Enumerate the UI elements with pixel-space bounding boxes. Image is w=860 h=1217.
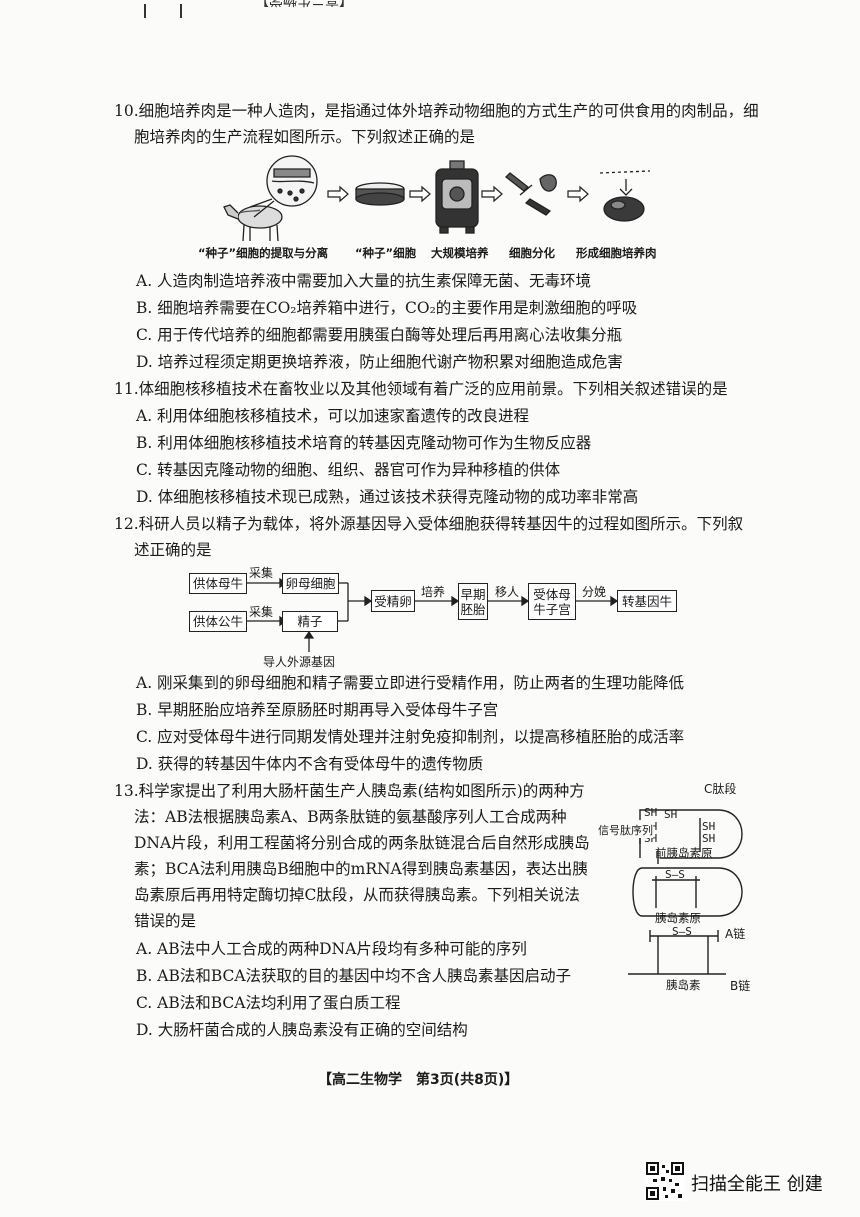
- petri-dish-icon: [355, 182, 405, 206]
- ss-label-1: S–S: [665, 868, 685, 881]
- q12-stem-line1: 12.科研人员以精子为载体，将外源基因导入受体细胞获得转基因牛的过程如图所示。下…: [114, 515, 744, 533]
- q10-caption-3: 大规模培养: [431, 246, 489, 260]
- arrow-icon: [409, 185, 431, 203]
- qr-code-icon: [645, 1161, 685, 1201]
- culture-label: 培养: [421, 585, 446, 599]
- transfer-label: 移人: [495, 585, 520, 599]
- q13-stem-line5: 岛素原后再用特定酶切掉C肽段，从而获得胰岛素。下列相关说法: [134, 886, 580, 904]
- q13-stem-line6: 错误的是: [134, 912, 197, 930]
- scanner-watermark: 扫描全能王 创建: [691, 1174, 823, 1195]
- q13-option-d: D. 大肠杆菌合成的人胰岛素没有正确的空间结构: [136, 1021, 468, 1039]
- q10-stem-line2: 胞培养肉的生产流程如图所示。下列叙述正确的是: [134, 128, 476, 146]
- q13-option-b: B. AB法和BCA法获取的目的基因中均不含人胰岛素基因启动子: [136, 967, 572, 985]
- donor-cow-box: 供体母牛: [189, 573, 247, 594]
- sh-label-1: SH: [644, 806, 658, 819]
- fertilized-egg-box: 受精卵: [371, 590, 415, 612]
- ss-label-2: S–S: [672, 925, 692, 938]
- q13-stem-line1: 13.科学家提出了利用大肠杆菌生产人胰岛素(结构如图所示)的两种方: [114, 782, 585, 800]
- q12-option-b: B. 早期胚胎应培养至原肠胚时期再导入受体母牛子宫: [136, 701, 499, 719]
- q12-option-a: A. 刚采集到的卵母细胞和精子需要立即进行受精作用，防止两者的生理功能降低: [136, 674, 685, 692]
- import-gene-label: 导人外源基因: [263, 655, 336, 669]
- cultured-meat-icon: [599, 170, 651, 222]
- early-embryo-box: 早期 胚胎: [458, 583, 488, 620]
- q10-option-c: C. 用于传代培养的细胞都需要用胰蛋白酶等处理后再用离心法收集分瓶: [136, 326, 623, 344]
- q11-option-d: D. 体细胞核移植技术现已成熟，通过该技术获得克隆动物的成功率非常高: [136, 488, 639, 506]
- egg-cell-box: 卵母细胞: [282, 573, 339, 594]
- page-footer: 【高二生物学 第3页(共8页)】: [318, 1072, 519, 1088]
- c-peptide-label: C肽段: [704, 782, 737, 796]
- recipient-uterus-box: 受体母 牛子宫: [528, 583, 576, 620]
- q10-option-b: B. 细胞培养需要在CO₂培养箱中进行，CO₂的主要作用是刺激细胞的呼吸: [136, 299, 638, 317]
- cow-icon: [223, 204, 283, 242]
- recipient-line2: 牛子宫: [533, 601, 571, 617]
- q10-caption-5: 形成细胞培养肉: [576, 246, 657, 260]
- differentiated-cells-icon: [505, 172, 557, 216]
- arrow-icon: [327, 185, 349, 203]
- sperm-box: 精子: [282, 611, 338, 632]
- transgenic-cow-box: 转基因牛: [617, 590, 677, 612]
- magnifier-icon: [249, 155, 318, 218]
- signal-peptide-label: 信号肽序列: [598, 822, 653, 838]
- delivery-label: 分娩: [582, 585, 607, 599]
- q10-stem-line1: 10.细胞培养肉是一种人造肉，是指通过体外培养动物细胞的方式生产的可供食用的肉制…: [114, 102, 759, 120]
- recipient-line1: 受体母: [533, 586, 571, 602]
- sh-label-4: SH: [702, 820, 716, 833]
- q11-option-b: B. 利用体细胞核移植技术培育的转基因克隆动物可作为生物反应器: [136, 434, 592, 452]
- q12-stem-line2: 述正确的是: [134, 541, 212, 559]
- arrow-icon: [567, 185, 589, 203]
- early-embryo-line1: 早期: [460, 586, 486, 602]
- q13-option-a: A. AB法中人工合成的两种DNA片段均有多种可能的序列: [136, 940, 527, 958]
- early-embryo-line2: 胚胎: [460, 601, 486, 617]
- q12-option-d: D. 获得的转基因牛体内不含有受体母牛的遗传物质: [136, 755, 484, 773]
- insulin-label: 胰岛素: [666, 978, 701, 992]
- q10-caption-2: “种子”细胞: [355, 246, 417, 260]
- q12-option-c: C. 应对受体母牛进行同期发情处理并注射免疫抑制剂，以提高移植胚胎的成活率: [136, 728, 685, 746]
- q10-caption-1: “种子”细胞的提取与分离: [198, 246, 329, 260]
- proinsulin-label: 胰岛素原: [655, 911, 701, 925]
- q13-stem-line4: 素；BCA法利用胰岛B细胞中的mRNA得到胰岛素基因，表达出胰: [134, 860, 588, 878]
- q11-option-a: A. 利用体细胞核移植技术，可以加速家畜遗传的改良进程: [136, 407, 530, 425]
- q13-stem-line2: 法：AB法根据胰岛素A、B两条肽链的氨基酸序列人工合成两种: [134, 808, 567, 826]
- q10-process-figure: [223, 155, 651, 242]
- donor-bull-box: 供体公牛: [189, 611, 247, 632]
- q10-option-d: D. 培养过程须定期更换培养液，防止细胞代谢产物积累对细胞造成危害: [136, 353, 623, 371]
- bioreactor-icon: [435, 160, 479, 234]
- collect-label-1: 采集: [249, 566, 274, 580]
- q11-stem: 11.体细胞核移植技术在畜牧业以及其他领域有着广泛的应用前景。下列相关叙述错误的…: [114, 380, 728, 398]
- q13-stem-line3: DNA片段，利用工程菌将分别合成的两条肽链混合后自然形成胰岛: [134, 834, 590, 852]
- top-margin-marks: [140, 4, 200, 18]
- q13-option-c: C. AB法和BCA法均利用了蛋白质工程: [136, 994, 401, 1012]
- collect-label-2: 采集: [249, 605, 274, 619]
- insulin-structure-diagram: [610, 809, 743, 975]
- arrow-icon: [481, 185, 503, 203]
- q10-option-a: A. 人造肉制造培养液中需要加入大量的抗生素保障无菌、无毒环境: [136, 272, 592, 290]
- q10-caption-4: 细胞分化: [509, 246, 555, 260]
- a-chain-label: A链: [725, 927, 746, 941]
- sh-label-6: SH: [702, 832, 716, 845]
- b-chain-label: B链: [730, 979, 751, 993]
- sh-label-2: SH: [664, 808, 678, 821]
- q11-option-c: C. 转基因克隆动物的细胞、组织、器官可作为异种移植的供体: [136, 461, 561, 479]
- preproinsulin-label: 前胰岛素原: [655, 846, 713, 860]
